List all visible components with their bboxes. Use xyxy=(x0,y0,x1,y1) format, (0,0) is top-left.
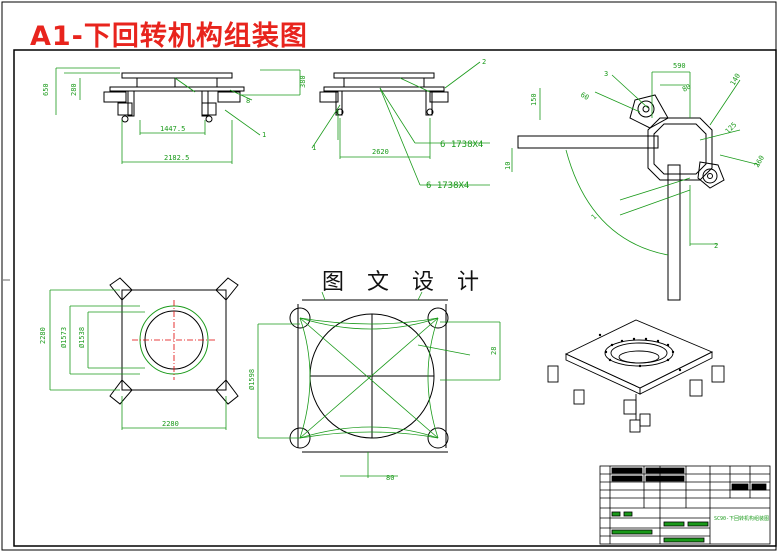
dim-80: 80 xyxy=(681,83,692,94)
dim-8: 8 xyxy=(246,97,250,105)
plan-view-center xyxy=(132,300,216,380)
dim-1c: 1 xyxy=(590,213,599,222)
inner-border xyxy=(13,49,777,547)
dim-3: 3 xyxy=(604,70,608,78)
dim-1: 1 xyxy=(262,131,266,139)
front-view xyxy=(103,72,245,123)
dim-2b: 2 xyxy=(714,242,718,250)
dim-650: 650 xyxy=(42,83,50,96)
plan-view-dims xyxy=(49,289,227,430)
drawing-title: A1-下回转机构组装图 xyxy=(30,21,308,52)
dim-2182: 2182.5 xyxy=(164,154,189,162)
dim-1447: 1447.5 xyxy=(160,125,185,133)
outline-view-green xyxy=(257,291,501,478)
weld-symbol-2: 6 1738X4 xyxy=(426,181,469,191)
detail-view xyxy=(517,94,725,301)
dim-380: 380 xyxy=(299,75,307,88)
dim-2280: 2280 xyxy=(39,327,47,344)
dim-2620: 2620 xyxy=(372,148,389,156)
dim-280: 280 xyxy=(70,83,78,96)
dim-140: 140 xyxy=(729,72,742,87)
dim-80b: 80 xyxy=(386,474,394,482)
dim-1598: Ø1598 xyxy=(248,369,256,390)
title-block-drawing-name: SC90-下回转机构组装图 xyxy=(714,515,769,522)
dim-10: 10 xyxy=(504,162,512,170)
isometric-view-dots xyxy=(598,333,682,372)
weld-symbol-1: 6 1738X4 xyxy=(440,140,483,150)
dim-60: 60 xyxy=(579,91,590,102)
dim-2: 2 xyxy=(482,58,486,66)
side-view-dims xyxy=(311,61,490,186)
title-block xyxy=(599,465,771,545)
watermark-text: 图 文 设 计 xyxy=(322,270,487,295)
front-view-dims xyxy=(55,67,301,164)
isometric-view xyxy=(547,319,725,433)
dim-2280-bottom: 2280 xyxy=(162,420,179,428)
dim-1b: 1 xyxy=(312,144,316,152)
detail-view-dims xyxy=(511,71,761,256)
dim-28: 28 xyxy=(490,347,498,355)
dim-1573: Ø1573 xyxy=(60,327,68,348)
dim-260: 260 xyxy=(753,154,766,169)
outline-view xyxy=(289,299,449,453)
side-view xyxy=(319,72,449,116)
dim-1538: Ø1538 xyxy=(78,327,86,348)
dim-150: 150 xyxy=(530,93,538,106)
dim-590: 590 xyxy=(673,62,686,70)
dim-125: 125 xyxy=(724,121,739,136)
